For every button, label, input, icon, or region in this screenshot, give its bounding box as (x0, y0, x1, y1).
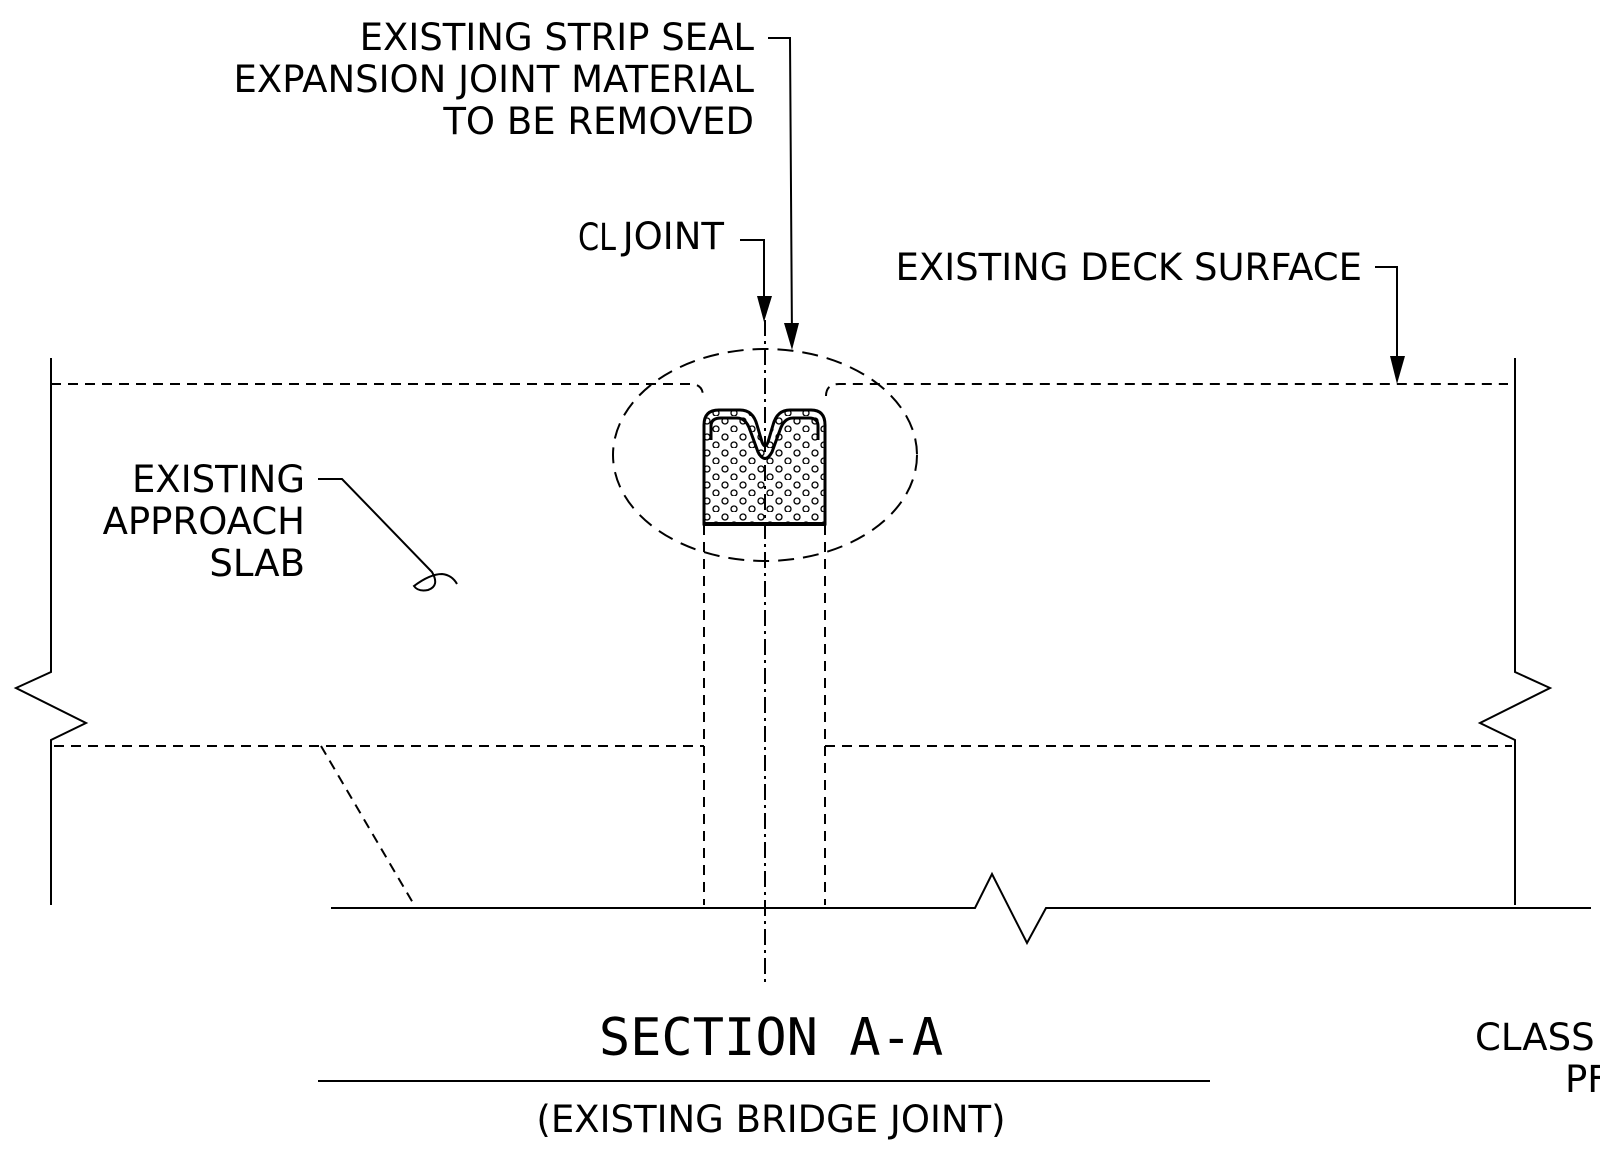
strip-seal-arrowhead (784, 323, 799, 350)
bottom-line-with-break (331, 871, 1591, 946)
strip-seal-label-line3: TO BE REMOVED (442, 100, 754, 143)
strip-seal-label-line1: EXISTING STRIP SEAL (360, 16, 755, 59)
strip-seal-gland (709, 416, 820, 460)
deck-surface-leader (1375, 266, 1398, 358)
cl-joint-arrowhead (757, 296, 772, 322)
deck-surface-left (51, 383, 704, 397)
cut-off-text-line2: PF (1565, 1058, 1600, 1101)
left-slab-break-line (13, 358, 89, 905)
strip-seal-label-line2: EXPANSION JOINT MATERIAL (234, 58, 755, 101)
approach-slab-leader (318, 478, 458, 592)
approach-slab-label-line2: APPROACH (103, 500, 305, 543)
deck-surface-arrowhead (1390, 356, 1405, 384)
strip-seal-material (702, 408, 827, 526)
deck-surface-right (825, 383, 1508, 397)
section-subtitle: (EXISTING BRIDGE JOINT) (536, 1098, 1005, 1141)
right-slab-break-line (1477, 358, 1553, 905)
centerline-symbol: CL (578, 216, 616, 259)
svg-text:CL: CL (578, 216, 616, 259)
approach-slab-label-line3: SLAB (209, 542, 305, 585)
cut-off-text-line1: CLASS (1475, 1016, 1595, 1059)
seal-detail-ellipse (612, 348, 918, 562)
approach-slab-taper (320, 745, 414, 904)
section-title: SECTION A-A (599, 1008, 943, 1068)
cl-joint-label: JOINT (621, 215, 725, 258)
cl-joint-leader (740, 239, 765, 300)
deck-surface-label: EXISTING DECK SURFACE (895, 246, 1362, 289)
approach-slab-label-line1: EXISTING (132, 458, 305, 501)
strip-seal-leader (768, 37, 793, 343)
